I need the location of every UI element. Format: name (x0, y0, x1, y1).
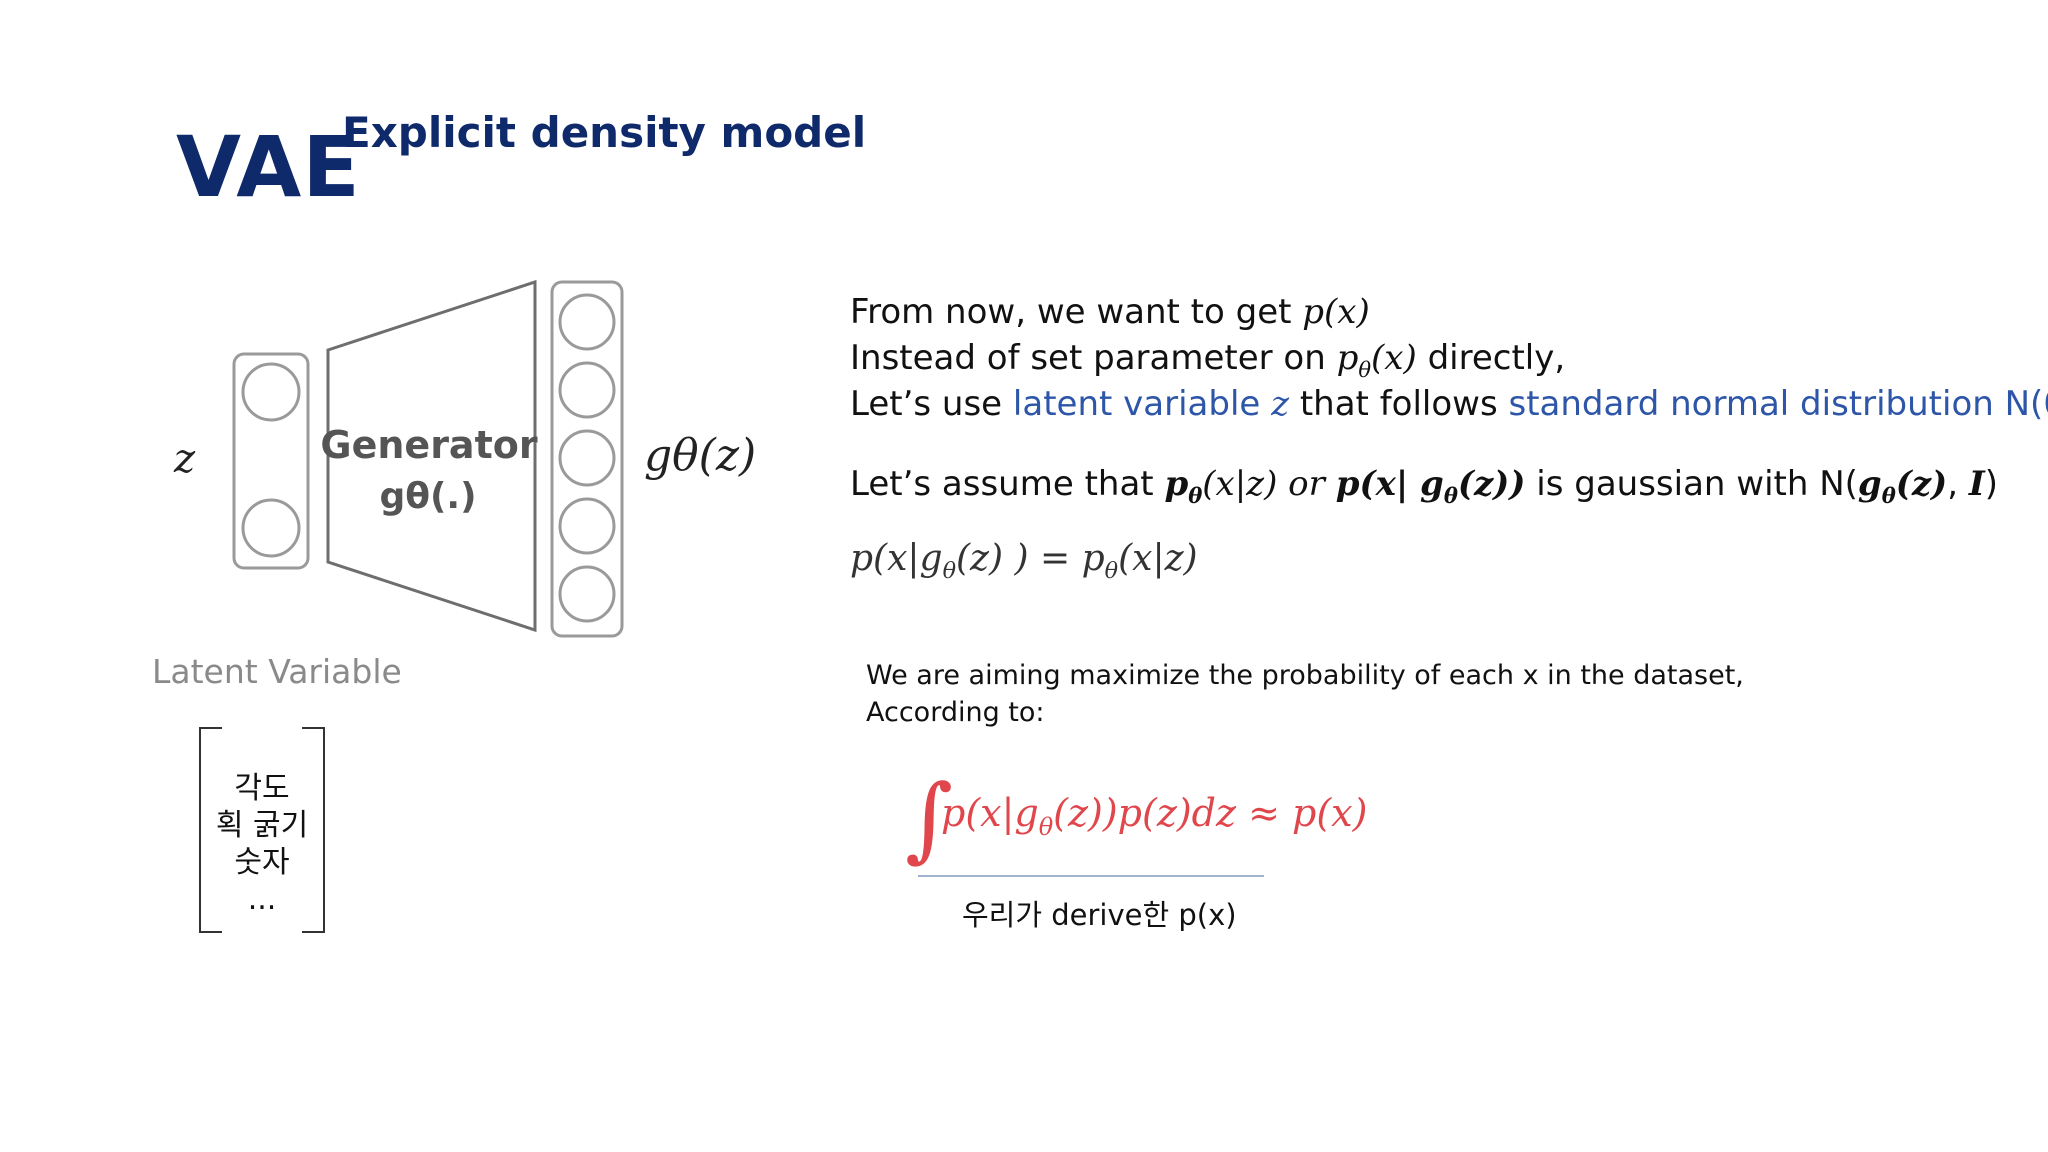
latent-bracket (199, 727, 325, 933)
line4-text: Let’s assume that (850, 464, 1165, 504)
integral-expression: p(x|gθ(z))p(z)dz ≈ p(x) (941, 791, 1367, 841)
line4-identity: I (1968, 464, 1985, 504)
line2-math-p: p (1336, 338, 1359, 378)
output-node (558, 293, 616, 351)
line3-latent-variable: latent variable (1012, 384, 1272, 424)
integral-sign: ∫ (905, 770, 953, 870)
line4-g: g (1420, 464, 1444, 504)
line4-g2: g (1857, 464, 1882, 504)
latent-factor: ... (247, 882, 277, 917)
latent-node (241, 362, 301, 422)
line4-g2-sub: θ (1881, 482, 1896, 508)
line4-text-mid: is gaussian with N( (1525, 464, 1858, 504)
output-node (558, 429, 616, 487)
derive-label: 우리가 derive한 p(x) (962, 898, 1237, 932)
line4-p2: p(x| (1335, 464, 1421, 504)
text-line-3: Let’s use latent variable z that follows… (850, 384, 2048, 424)
line1-text: From now, we want to get (850, 292, 1303, 332)
text-line-1: From now, we want to get p(x) (850, 292, 1370, 332)
line4-gz: (z)) (1457, 464, 1526, 504)
slide-title: VAE (176, 118, 361, 216)
line2-text-end: directly, (1416, 338, 1566, 378)
integral-rest: (z))p(z)dz ≈ p(x) (1053, 791, 1367, 835)
equation-line: p(x|gθ(z) ) = pθ(x|z) (850, 538, 1198, 584)
line3-text: Let’s use (850, 384, 1013, 424)
latent-node (241, 498, 301, 558)
text-line-4: Let’s assume that pθ(x|z) or p(x| gθ(z))… (850, 464, 1998, 508)
latent-factor: 획 굵기 (215, 808, 309, 843)
equation-underline (918, 875, 1264, 877)
slide-subtitle: Explicit density model (342, 108, 867, 157)
line1-math: p(x) (1302, 292, 1370, 332)
line4-p: p (1164, 464, 1189, 504)
generator-diagram: z Generator gθ(.) gθ(z) (173, 279, 756, 638)
line2-math-rest: (x) (1371, 338, 1417, 378)
line3-text-mid: that follows (1289, 384, 1509, 424)
bracket-right (302, 727, 325, 933)
generator-label: Generator (320, 423, 537, 467)
integral-equation: ∫ p(x|gθ(z))p(z)dz ≈ p(x) (905, 770, 1367, 870)
line4-xz: (x|z) (1202, 464, 1278, 504)
text-line-2: Instead of set parameter on pθ(x) direct… (850, 338, 1565, 382)
latent-variable-label: Latent Variable (152, 652, 402, 691)
aim-line-2: According to: (866, 697, 1045, 728)
output-node (558, 361, 616, 419)
integral-body: p(x|g (941, 791, 1039, 835)
generator-fn-label: gθ(.) (379, 476, 476, 517)
eq-left-sub: θ (942, 558, 957, 585)
eq-left-a: p(x|g (850, 538, 943, 579)
eq-right-b: (x|z) (1118, 538, 1198, 579)
latent-factor: 숫자 (234, 845, 290, 880)
eq-left-b: (z) ) = p (956, 538, 1105, 579)
eq-right-sub: θ (1104, 558, 1119, 585)
line2-text: Instead of set parameter on (850, 338, 1337, 378)
output-node (558, 565, 616, 623)
line2-math-sub: θ (1358, 356, 1372, 382)
line4-p-sub: θ (1188, 482, 1203, 508)
aim-line-1: We are aiming maximize the probability o… (866, 660, 1744, 691)
output-label: gθ(z) (644, 430, 756, 481)
latent-factor: 각도 (234, 771, 290, 806)
generator-block (326, 279, 537, 633)
line3-normal-distribution: standard normal distribution N(0, (1508, 384, 2048, 424)
line4-g2z: (z) (1895, 464, 1948, 504)
line4-or: or (1277, 464, 1336, 504)
line4-comma: , (1947, 464, 1969, 504)
integral-sub: θ (1039, 813, 1054, 841)
line3-z: z (1271, 384, 1290, 424)
line4-g-sub: θ (1443, 482, 1458, 508)
bracket-left (199, 727, 222, 933)
input-z-label: z (173, 436, 196, 482)
latent-factor-list: 각도 획 굵기 숫자 ... (198, 770, 326, 918)
output-node (558, 497, 616, 555)
line4-close-paren: ) (1984, 464, 1999, 504)
